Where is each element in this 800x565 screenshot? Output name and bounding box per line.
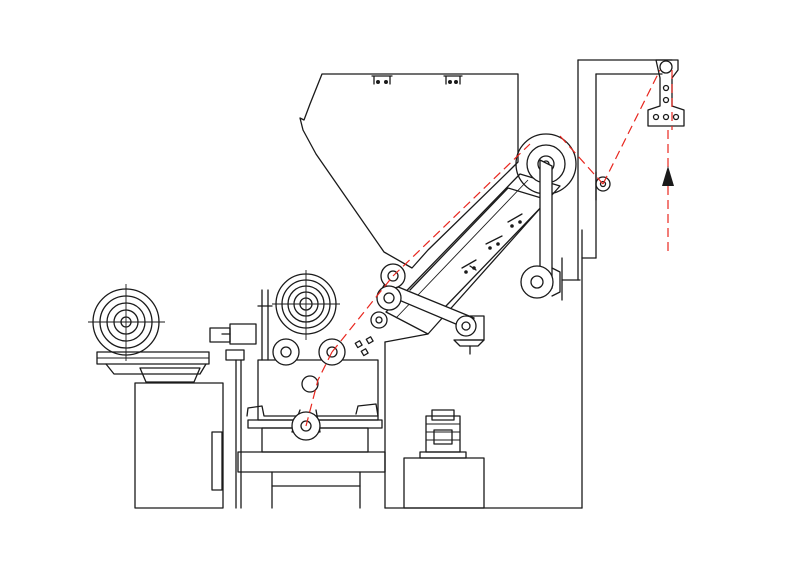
motor xyxy=(419,409,467,459)
table-lamps xyxy=(461,213,523,274)
unwind-stand xyxy=(96,351,224,509)
unwind-fabric-roll xyxy=(88,284,165,361)
fabric-path xyxy=(305,69,673,427)
control-box xyxy=(209,323,257,509)
hopper xyxy=(299,73,519,269)
inspection-table xyxy=(384,173,561,343)
tension-marks xyxy=(354,336,374,357)
drive-arm xyxy=(379,281,485,355)
feed-roll xyxy=(272,270,340,340)
motor-base xyxy=(403,457,485,509)
feed-unit-frame xyxy=(237,289,386,509)
hopper-lamps xyxy=(371,75,463,85)
feed-rollers xyxy=(272,338,346,441)
top-roller-bracket xyxy=(647,59,685,127)
tension-arm xyxy=(520,158,581,301)
guide-roller-right xyxy=(595,171,611,201)
arrow-up-icon xyxy=(662,166,674,186)
pinch-rollers xyxy=(370,263,406,329)
